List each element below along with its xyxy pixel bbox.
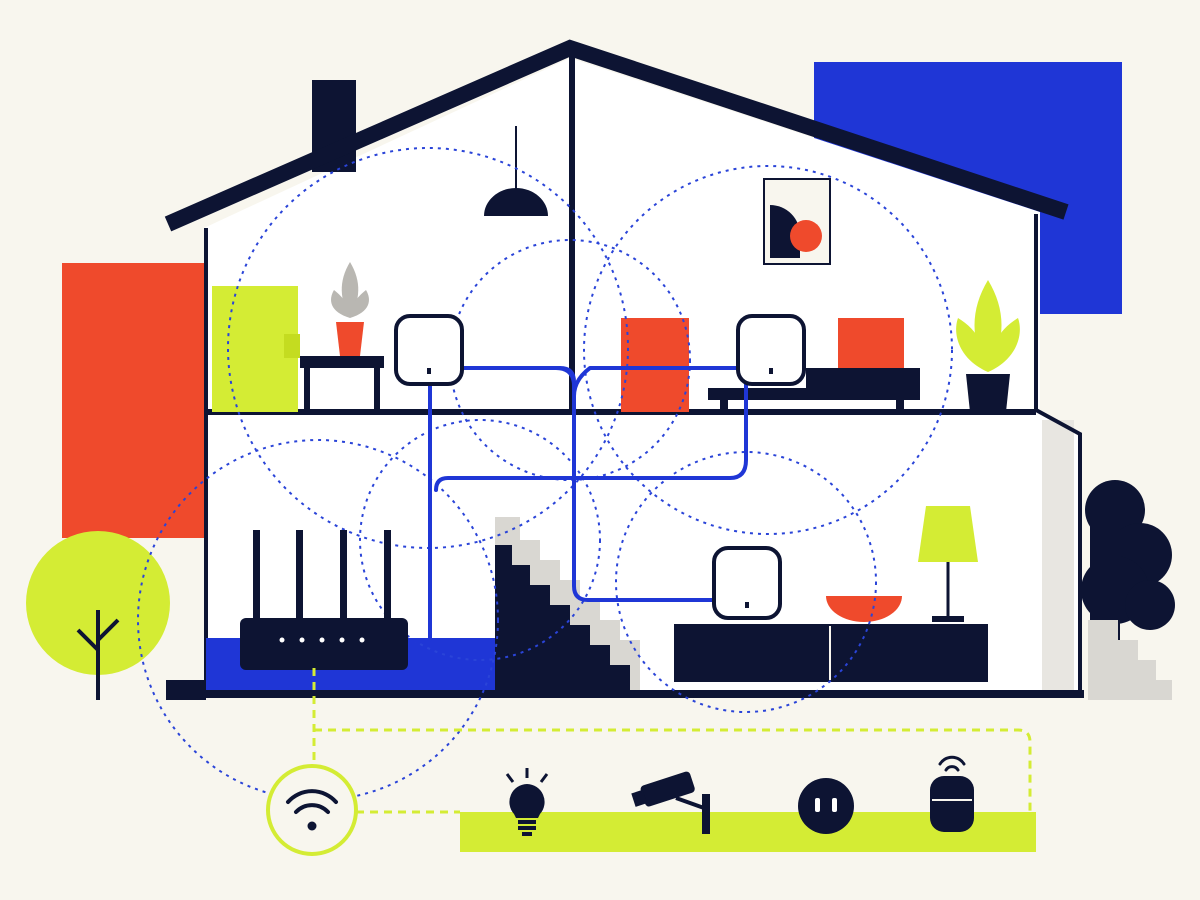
bookshelf	[212, 286, 298, 412]
pendant-lamp-icon	[484, 126, 548, 216]
mesh-node-icon[interactable]	[712, 546, 782, 620]
abstract-art-frame	[763, 178, 831, 265]
background-red-block	[62, 263, 204, 538]
router-icon[interactable]	[240, 530, 408, 670]
staircase	[495, 517, 640, 690]
side-table	[300, 356, 384, 412]
sofa	[708, 318, 920, 412]
mesh-node-icon[interactable]	[394, 314, 464, 386]
bush-icon	[1081, 480, 1175, 640]
wifi-icon[interactable]	[266, 764, 358, 856]
outdoor-steps	[1088, 620, 1172, 700]
red-cabinet	[621, 318, 689, 412]
smart-speaker-icon[interactable]	[930, 755, 974, 832]
table-lamp-icon	[918, 506, 978, 622]
fruit-bowl	[826, 596, 902, 622]
tv-console	[674, 624, 988, 682]
smart-home-connection-lines	[312, 668, 1032, 814]
smart-bulb-icon[interactable]	[505, 768, 549, 836]
smart-plug-icon[interactable]	[798, 778, 854, 834]
potted-plant-small	[331, 262, 369, 356]
potted-plant-large	[956, 280, 1020, 412]
security-camera-icon[interactable]	[630, 771, 710, 834]
tree-icon	[26, 531, 170, 700]
mesh-node-icon[interactable]	[736, 314, 806, 386]
